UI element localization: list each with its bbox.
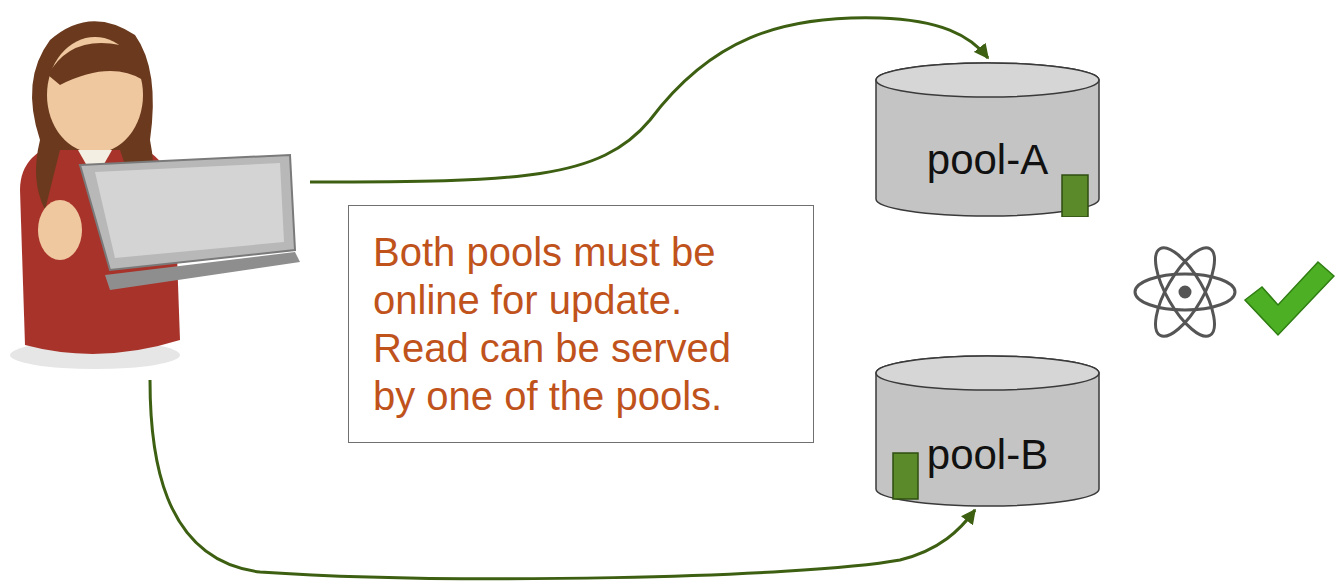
atom-symbol [1135, 240, 1235, 345]
pool-name: pool-A [875, 136, 1100, 184]
note-box: Both pools must be online for update. Re… [348, 205, 814, 443]
note-text: Both pools must be online for update. Re… [373, 228, 773, 420]
check-mark [1245, 262, 1334, 335]
pool-name: pool-B [875, 431, 1100, 479]
storage-pool: pool-A [875, 62, 1100, 217]
user-figure [10, 21, 300, 369]
storage-pool: pool-B [875, 355, 1100, 507]
